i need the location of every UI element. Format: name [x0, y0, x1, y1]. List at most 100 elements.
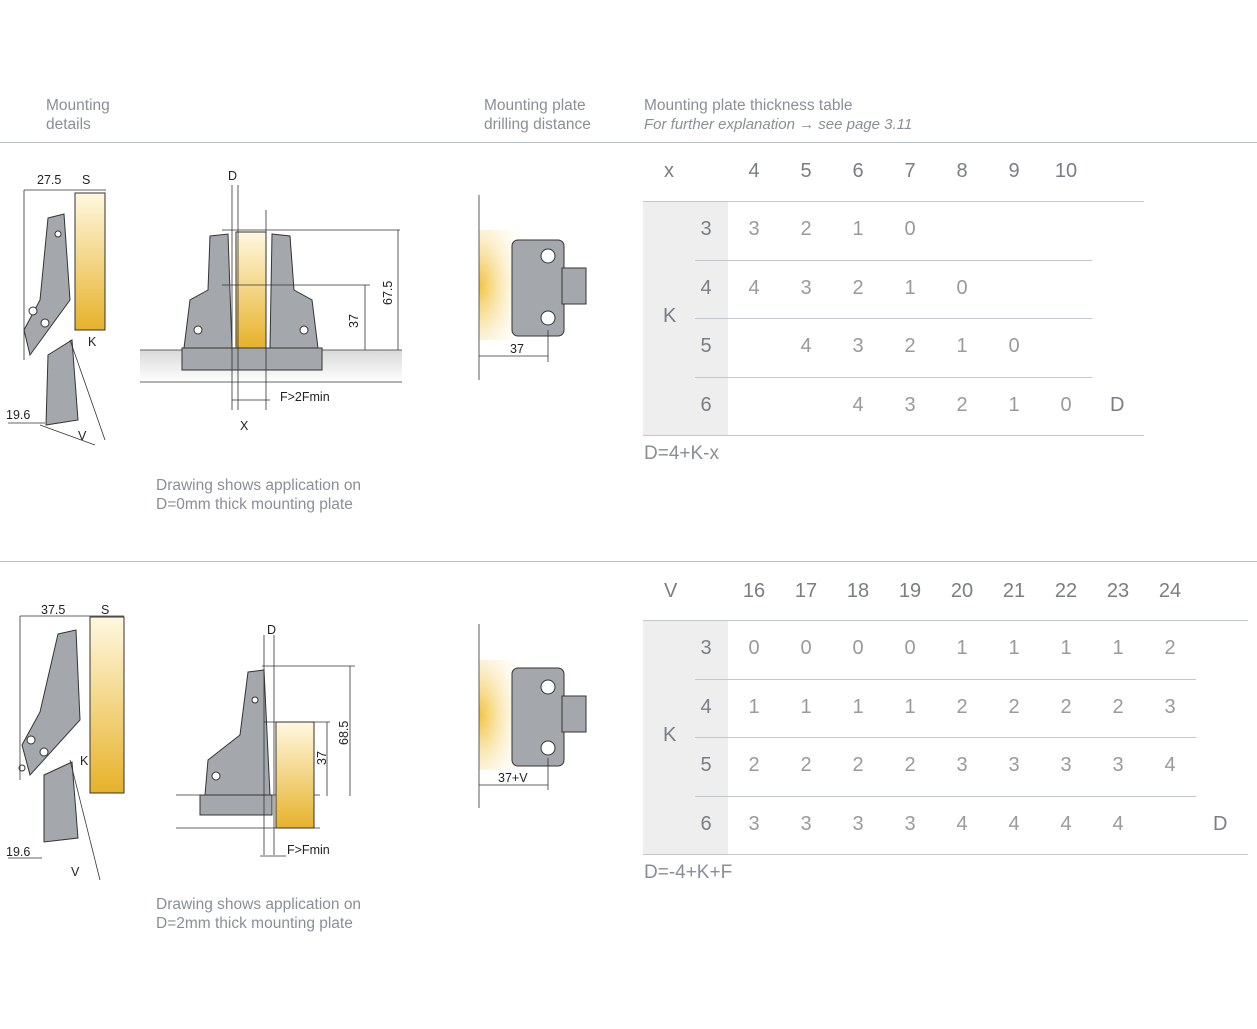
row-group-label: K: [663, 724, 677, 746]
table-cell: 2: [1060, 695, 1072, 718]
table-cell: 3: [1112, 754, 1124, 776]
table-cell: 4: [1164, 754, 1176, 776]
column-header: 21: [1002, 580, 1026, 602]
thickness-subtitle: For further explanation → see page 3.11: [644, 116, 913, 133]
table-cell: 1: [1008, 393, 1020, 416]
dim-label: 19.6: [6, 408, 30, 422]
table-cell: 1: [1060, 637, 1072, 659]
header-line: Mounting: [46, 97, 110, 114]
table-cell: 2: [956, 695, 968, 718]
caption-line: D=2mm thick mounting plate: [156, 915, 353, 932]
column-header: 4: [748, 160, 760, 182]
table-cell: 0: [852, 637, 864, 659]
caption-section-2: Drawing shows application on D=2mm thick…: [156, 895, 361, 933]
dim-label: 37+V: [498, 771, 528, 785]
table-cell: 1: [1112, 637, 1124, 659]
hinge-side-view-2: [8, 615, 125, 881]
column-header: 17: [794, 580, 818, 602]
table-cell: 3: [800, 812, 812, 835]
top-divider: [0, 142, 1257, 143]
table-corner-label: V: [664, 580, 678, 602]
table-cell: 0: [956, 276, 968, 299]
row-header: 6: [700, 812, 712, 835]
dim-label: K: [88, 335, 97, 349]
dim-label: 67.5: [381, 281, 395, 305]
table-cell: 2: [800, 754, 812, 776]
table-cell: 1: [800, 695, 812, 718]
caption-section-1: Drawing shows application on D=0mm thick…: [156, 476, 361, 514]
table-cell: 2: [1112, 695, 1124, 718]
table-cell: 3: [904, 812, 916, 835]
table-cell: 0: [904, 218, 916, 240]
dim-label: 37.5: [41, 603, 65, 617]
column-header: 23: [1106, 580, 1130, 602]
dim-label: V: [71, 865, 80, 879]
column-header: 18: [846, 580, 870, 602]
section-divider: [0, 561, 1257, 562]
dim-label: 27.5: [37, 173, 61, 187]
header-mounting-details: Mounting details: [46, 96, 110, 134]
dim-label: 37: [315, 751, 329, 765]
table-cell: 0: [1008, 335, 1020, 357]
row-header: 6: [700, 393, 712, 416]
table-cell: 3: [1060, 754, 1072, 776]
dim-label: 37: [347, 314, 361, 328]
dim-label: F>Fmin: [287, 843, 330, 857]
header-drilling-distance: Mounting plate drilling distance: [484, 96, 591, 134]
table-cell: 1: [852, 218, 864, 240]
table-rule: [643, 620, 1248, 621]
table-cell: 1: [956, 335, 968, 357]
table-rule: [695, 376, 1092, 378]
header-thickness-table: Mounting plate thickness table For furth…: [644, 96, 912, 134]
dim-label: K: [80, 754, 89, 768]
table-cell: 1: [904, 276, 916, 299]
table-rule: [695, 737, 1196, 738]
d-column-label: D: [1213, 812, 1228, 835]
column-header: 8: [956, 160, 968, 182]
table-cell: 3: [748, 812, 760, 835]
table-cell: 4: [1060, 812, 1072, 835]
table-cell: 2: [852, 276, 864, 299]
hinge-side-view-1: [8, 189, 106, 446]
row-group-label: K: [663, 305, 677, 327]
table-rule: [643, 435, 1144, 436]
table-cell: 2: [904, 335, 916, 357]
dim-label: S: [101, 603, 109, 617]
column-header: 20: [950, 580, 974, 602]
table-cell: 4: [1112, 812, 1124, 835]
table-cell: 2: [1008, 695, 1020, 718]
caption-line: D=0mm thick mounting plate: [156, 496, 353, 513]
table-cell: 2: [1164, 637, 1176, 659]
row-header: 4: [700, 276, 712, 299]
hinge-front-view-1: [140, 185, 402, 410]
table-cell: 3: [1008, 754, 1020, 776]
table-cell: 1: [748, 695, 760, 718]
formula-section-1: D=4+K-x: [644, 443, 719, 464]
row-header: 4: [700, 695, 712, 718]
dim-label: 37: [510, 342, 524, 356]
table-cell: 3: [852, 335, 864, 357]
table-cell: 2: [748, 754, 760, 776]
table-cell: 0: [748, 637, 760, 659]
table-rule: [695, 318, 1092, 319]
header-line: Mounting plate: [484, 97, 586, 114]
table-cell: 2: [956, 393, 968, 416]
d-column-label: D: [1110, 393, 1125, 416]
table-rule: [695, 678, 1196, 680]
table-cell: 3: [1164, 695, 1176, 718]
table-cell: 3: [852, 812, 864, 835]
table-cell: 3: [748, 218, 760, 240]
dim-label: X: [240, 419, 249, 433]
table-cell: 3: [956, 754, 968, 776]
column-header: 16: [742, 580, 766, 602]
dim-label: S: [82, 173, 90, 187]
row-header: 3: [700, 637, 712, 659]
table-cell: 0: [800, 637, 812, 659]
table-rule: [695, 259, 1092, 261]
hinge-front-view-2: [176, 635, 355, 857]
table-cell: 4: [852, 393, 864, 416]
caption-line: Drawing shows application on: [156, 896, 362, 913]
table-cell: 1: [956, 637, 968, 659]
header-line: details: [46, 116, 91, 133]
